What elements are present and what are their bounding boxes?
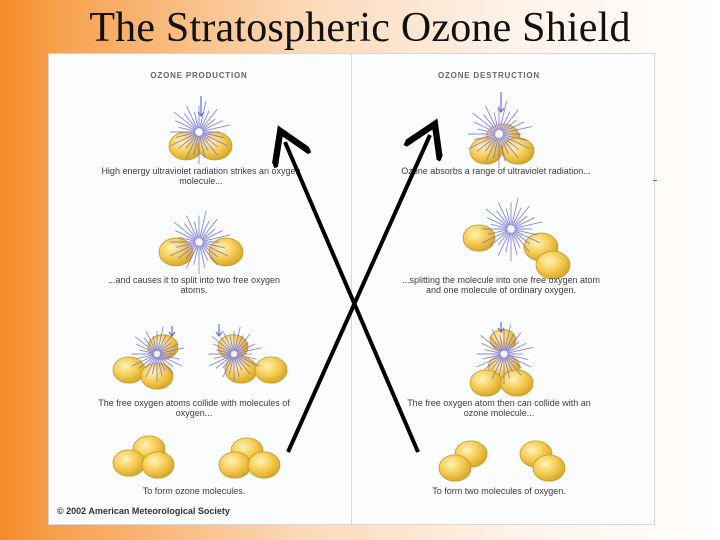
production-step-2-caption: ...and causes it to split into two free … bbox=[107, 275, 281, 295]
destruction-heading: OZONE DESTRUCTION bbox=[437, 71, 541, 80]
arrow-production-to-destruction bbox=[286, 135, 430, 453]
molecule-illustrations bbox=[112, 92, 571, 482]
oxygen-atom bbox=[254, 356, 288, 384]
uv-burst bbox=[208, 326, 262, 382]
uv-burst bbox=[481, 197, 543, 261]
oxygen-atom bbox=[438, 454, 472, 482]
arrow-destruction-to-production bbox=[285, 142, 420, 453]
production-step-1-caption: High energy ultraviolet radiation strike… bbox=[101, 166, 301, 186]
edge-tick bbox=[653, 180, 657, 181]
oxygen-atom bbox=[247, 451, 281, 479]
oxygen-atom bbox=[532, 454, 566, 482]
production-heading: OZONE PRODUCTION bbox=[150, 71, 248, 80]
destruction-step-1-caption: Ozone absorbs a range of ultraviolet rad… bbox=[401, 166, 591, 176]
destruction-step-4-caption: To form two molecules of oxygen. bbox=[432, 486, 566, 496]
uv-ray-arrowhead bbox=[497, 327, 505, 333]
oxygen-atom bbox=[462, 224, 496, 252]
production-step-3-caption: The free oxygen atoms collide with molec… bbox=[98, 398, 290, 418]
uv-burst bbox=[169, 100, 231, 164]
uv-burst bbox=[131, 326, 185, 382]
production-step-4-caption: To form ozone molecules. bbox=[142, 486, 246, 496]
destruction-step-3-caption: The free oxygen atom then can collide wi… bbox=[407, 398, 591, 418]
uv-burst bbox=[169, 210, 231, 274]
destruction-step-2-caption: ...splitting the molecule into one free … bbox=[401, 275, 601, 295]
uv-ray-arrowhead bbox=[168, 331, 176, 337]
uv-burst bbox=[467, 100, 533, 168]
column-divider bbox=[351, 54, 352, 524]
copyright-credit: © 2002 American Meteorological Society bbox=[57, 506, 230, 516]
ozone-diagram: OZONE PRODUCTION OZONE DESTRUCTION High … bbox=[48, 53, 655, 525]
oxygen-atom bbox=[141, 451, 175, 479]
slide-title: The Stratospheric Ozone Shield bbox=[89, 5, 631, 51]
uv-ray-arrowhead bbox=[215, 331, 223, 337]
uv-burst bbox=[476, 324, 534, 384]
oxygen-atom bbox=[535, 250, 571, 280]
